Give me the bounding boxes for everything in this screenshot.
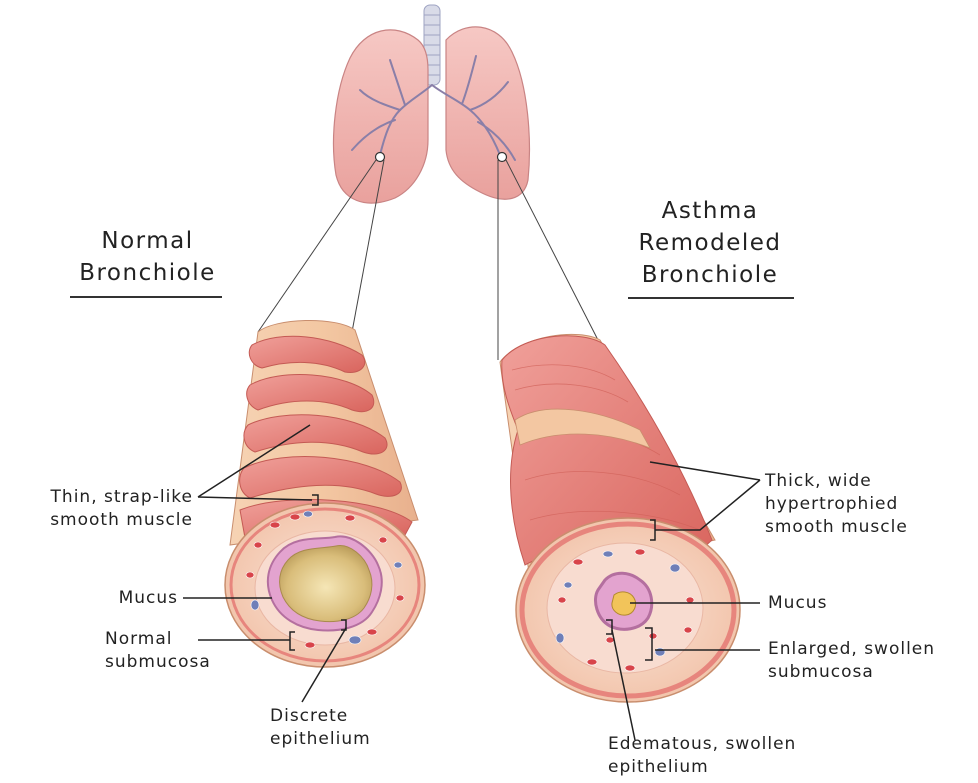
label-discrete-epithelium-line2: epithelium <box>270 728 400 751</box>
label-asthma-smooth-muscle-line1: Thick, wide <box>765 470 965 493</box>
normal-magnify-circle <box>376 153 385 162</box>
label-normal-smooth-muscle: Thin, strap-like smooth muscle <box>8 486 193 532</box>
normal-title-underline <box>70 296 222 298</box>
label-normal-smooth-muscle-line2: smooth muscle <box>8 509 193 532</box>
label-edematous-epithelium-line1: Edematous, swollen <box>608 733 848 756</box>
label-asthma-submucosa: Enlarged, swollen submucosa <box>768 638 973 684</box>
label-normal-submucosa-line2: submucosa <box>105 651 225 674</box>
normal-title-line2: Bronchiole <box>60 257 235 289</box>
label-edematous-epithelium-line2: epithelium <box>608 756 848 779</box>
left-lung-shape <box>446 27 529 199</box>
asthma-title: Asthma Remodeled Bronchiole <box>615 195 805 291</box>
normal-title: Normal Bronchiole <box>60 225 235 289</box>
asthma-bronchiole <box>500 334 740 702</box>
label-normal-smooth-muscle-line1: Thin, strap-like <box>8 486 193 509</box>
label-asthma-smooth-muscle-line2: hypertrophied <box>765 493 965 516</box>
label-normal-mucus: Mucus <box>60 587 178 610</box>
label-edematous-epithelium: Edematous, swollen epithelium <box>608 733 848 779</box>
asthma-title-line1: Asthma <box>615 195 805 227</box>
label-normal-submucosa-line1: Normal <box>105 628 225 651</box>
normal-title-line1: Normal <box>60 225 235 257</box>
label-asthma-smooth-muscle-line3: smooth muscle <box>765 516 965 539</box>
label-discrete-epithelium-line1: Discrete <box>270 705 400 728</box>
label-asthma-smooth-muscle: Thick, wide hypertrophied smooth muscle <box>765 470 965 539</box>
label-normal-submucosa: Normal submucosa <box>105 628 225 674</box>
asthma-magnify-circle <box>498 153 507 162</box>
label-asthma-mucus: Mucus <box>768 592 868 615</box>
label-asthma-submucosa-line2: submucosa <box>768 661 973 684</box>
label-discrete-epithelium: Discrete epithelium <box>270 705 400 751</box>
label-asthma-submucosa-line1: Enlarged, swollen <box>768 638 973 661</box>
asthma-title-line2: Remodeled <box>615 227 805 259</box>
normal-bronchiole <box>225 320 425 667</box>
normal-lumen <box>280 546 372 622</box>
asthma-title-line3: Bronchiole <box>615 259 805 291</box>
asthma-title-underline <box>628 297 794 299</box>
